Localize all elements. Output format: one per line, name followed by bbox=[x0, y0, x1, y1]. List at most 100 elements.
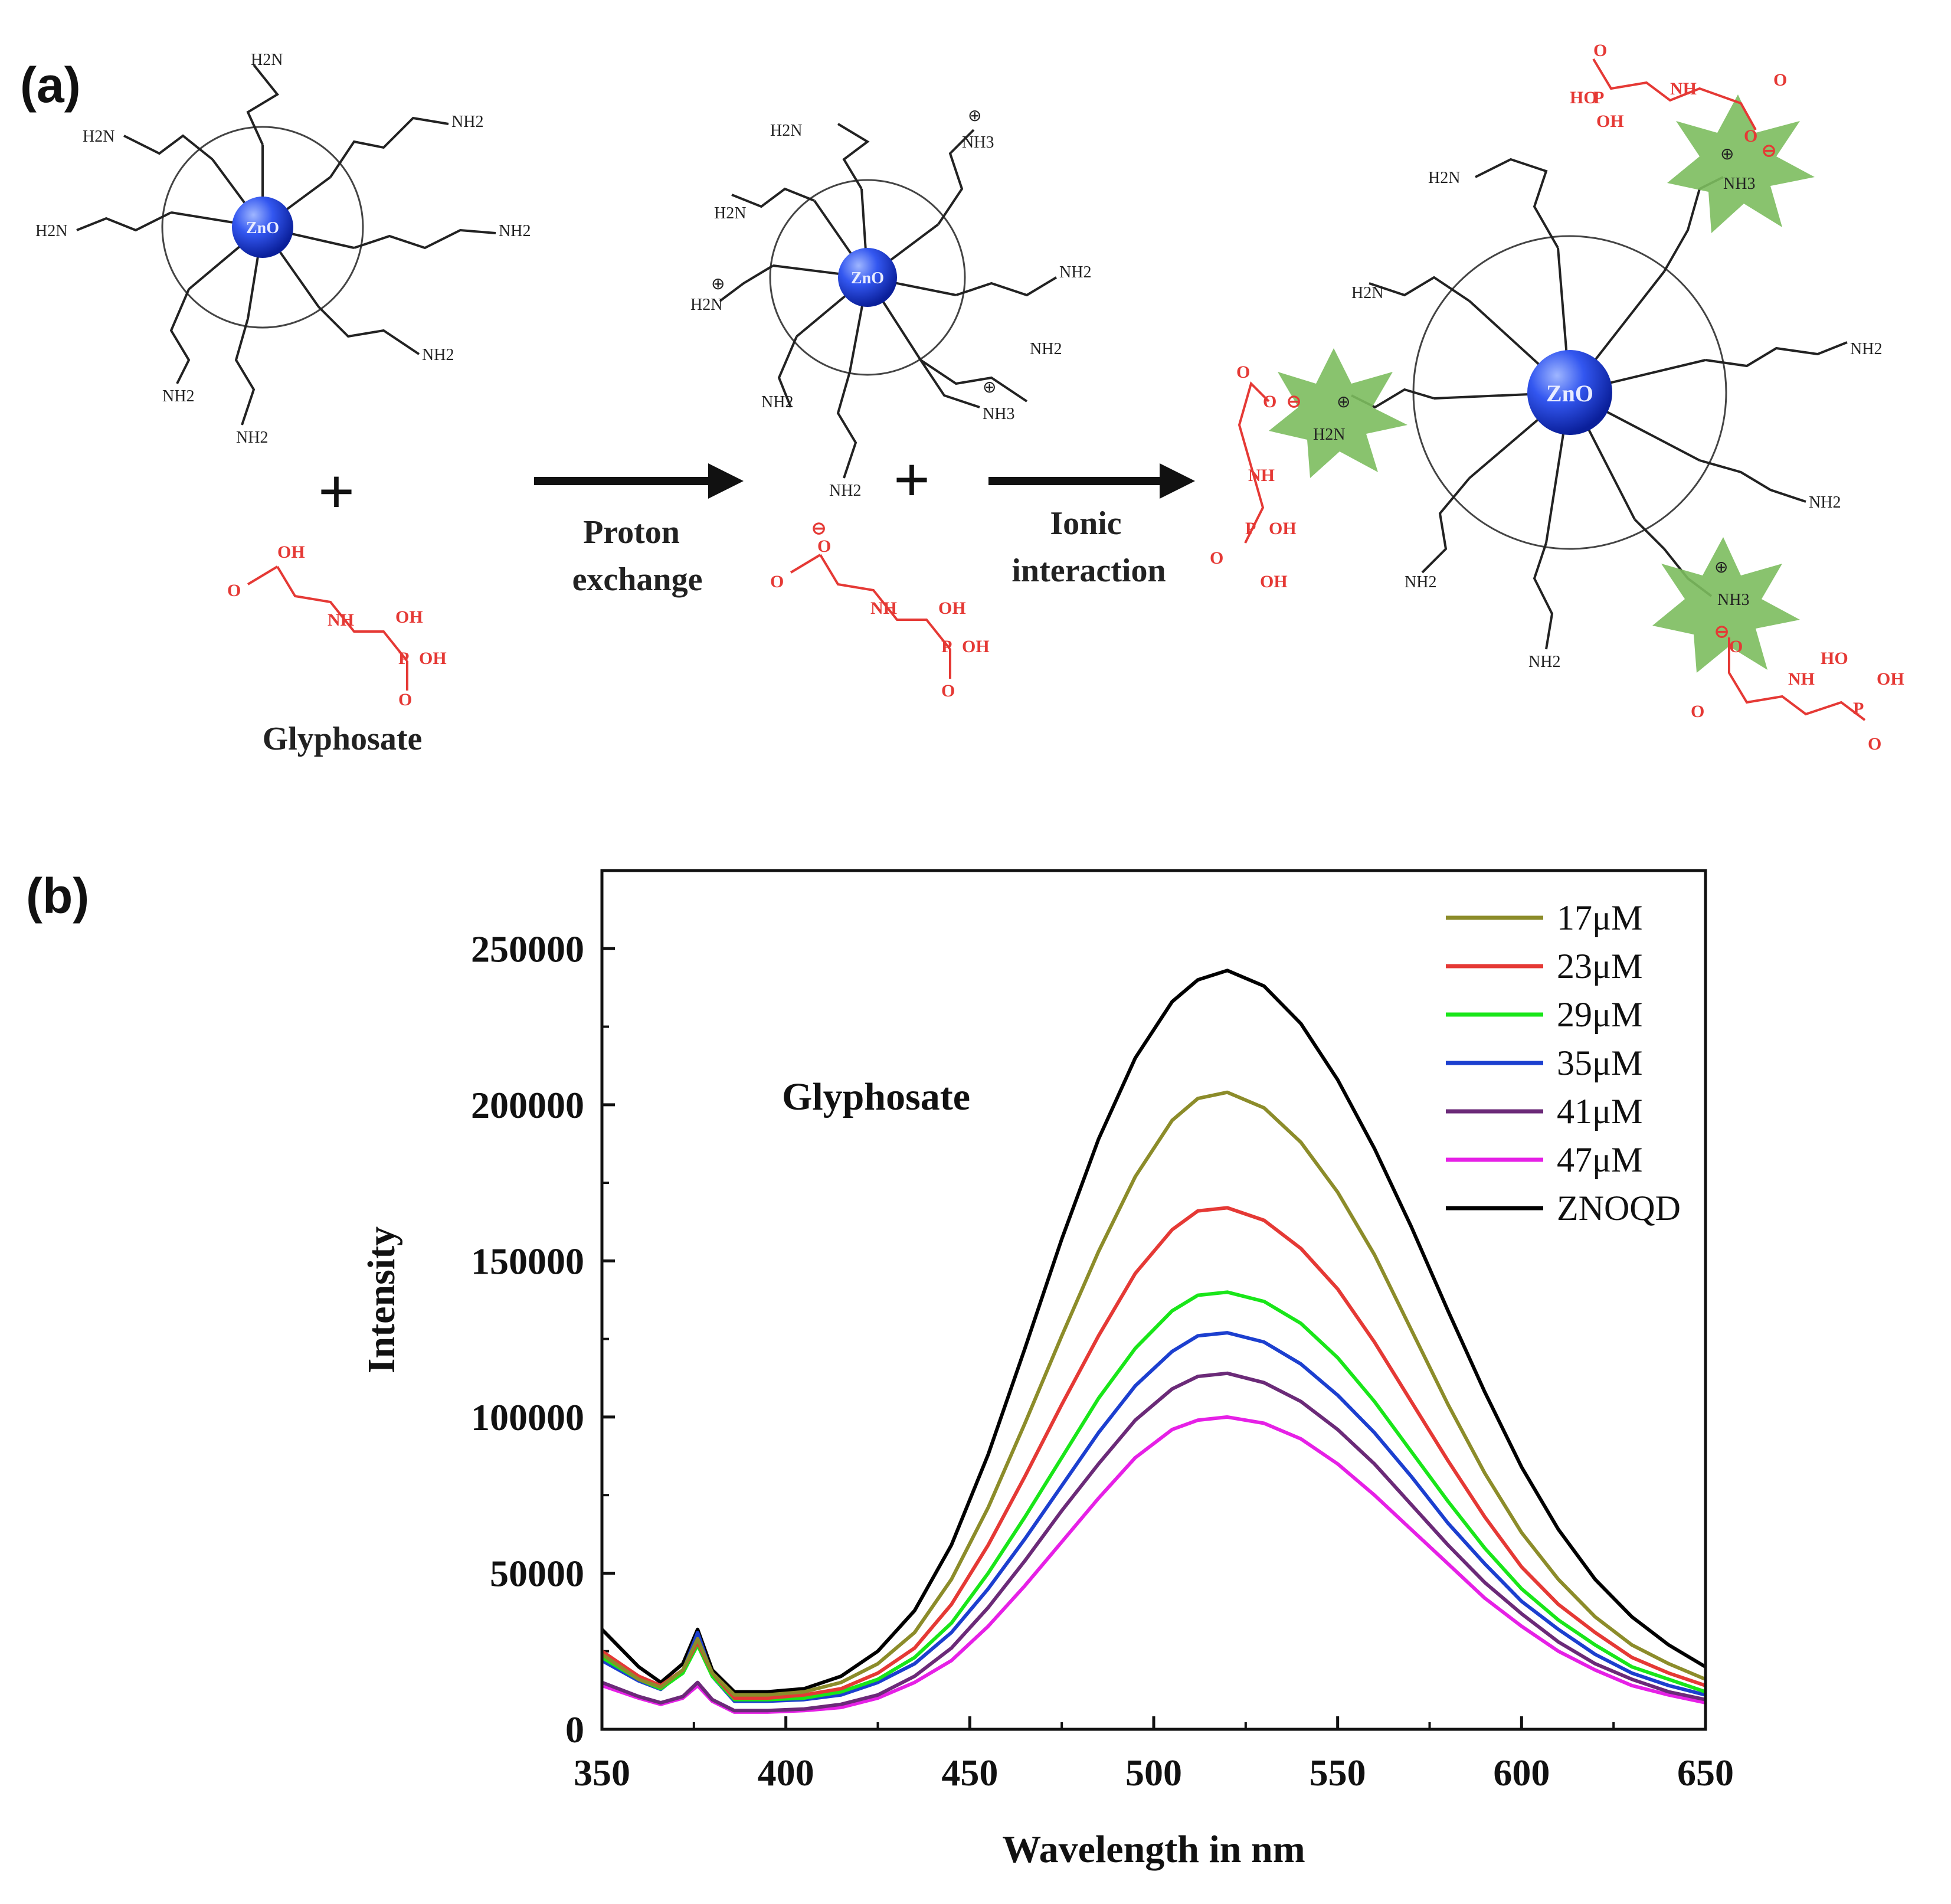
amine-label: NH2 bbox=[162, 387, 194, 405]
y-tick-label: 250000 bbox=[471, 928, 584, 970]
oxygen-label: O bbox=[941, 681, 955, 701]
oxygen-label: O bbox=[1263, 392, 1276, 411]
series-line-ZNOQD bbox=[600, 969, 1707, 1694]
legend-label: 35μM bbox=[1557, 1043, 1643, 1082]
hydroxyl-label: OH bbox=[277, 542, 305, 562]
hydroxyl-label: OH bbox=[419, 649, 447, 668]
amine-label: NH2 bbox=[236, 428, 268, 447]
x-tick-label: 600 bbox=[1493, 1752, 1550, 1794]
ammonium-label: NH3 bbox=[983, 405, 1014, 423]
series-line-35M bbox=[601, 1331, 1706, 1703]
amine-label: H2N bbox=[770, 122, 802, 140]
oxygen-label: O bbox=[1593, 41, 1607, 60]
interaction-star-left bbox=[1269, 348, 1407, 478]
glyphosate-molecule-1: OH O NH P OH OH O bbox=[227, 542, 447, 709]
positive-charge: ⊕ bbox=[983, 378, 996, 397]
positive-charge: ⊕ bbox=[1720, 145, 1734, 163]
positive-charge: ⊕ bbox=[711, 275, 725, 293]
panel-label-b: (b) bbox=[26, 868, 90, 924]
amine-nh-label: NH bbox=[1248, 466, 1275, 485]
legend-label: ZNOQD bbox=[1557, 1189, 1681, 1228]
legend-label: 47μM bbox=[1557, 1140, 1643, 1179]
amine-label: H2N bbox=[251, 51, 283, 69]
amine-label: NH2 bbox=[422, 346, 454, 364]
ammonium-label: H2N bbox=[1313, 426, 1345, 444]
amine-label: H2N bbox=[1351, 284, 1383, 302]
series-line-17M bbox=[601, 1090, 1707, 1697]
axis-ticks bbox=[600, 947, 1707, 1731]
legend-label: 41μM bbox=[1557, 1092, 1643, 1131]
x-tick-label: 550 bbox=[1310, 1752, 1366, 1794]
glyphosate-anion: ⊖ O O NH P OH OH O bbox=[770, 519, 990, 701]
amine-label: NH2 bbox=[1030, 340, 1062, 358]
y-tick-label: 150000 bbox=[471, 1240, 584, 1282]
plot-frame bbox=[600, 869, 1707, 1731]
series-line-41M bbox=[601, 1371, 1706, 1713]
y-axis-label: Intensity bbox=[360, 1226, 403, 1373]
y-tick-label: 200000 bbox=[471, 1084, 584, 1126]
zno-nanoparticle-1: ZnO H2N NH2 NH2 NH2 NH2 NH2 H2N H2N bbox=[35, 51, 531, 447]
plus-sign-2: + bbox=[893, 444, 931, 516]
ammonium-label: NH3 bbox=[1723, 175, 1755, 193]
amine-label: NH2 bbox=[1809, 493, 1841, 512]
negative-charge: ⊖ bbox=[1714, 622, 1729, 642]
series-line-23M bbox=[601, 1206, 1706, 1700]
oxygen-label: O bbox=[1773, 70, 1787, 90]
zno-core-label-2: ZnO bbox=[851, 269, 884, 287]
hydroxyl-label: OH bbox=[938, 598, 966, 618]
oxygen-label: O bbox=[817, 536, 831, 556]
glyphosate-name: Glyphosate bbox=[263, 721, 423, 757]
zno-glyphosate-complex: ZnO H2N H2N NH2 NH2 NH2 NH2 NH3 ⊕ H2N ⊕ … bbox=[1210, 41, 1904, 754]
amine-label: H2N bbox=[83, 127, 114, 146]
ammonium-label: NH3 bbox=[1717, 591, 1749, 609]
oxygen-label: O bbox=[398, 690, 412, 709]
x-tick-label: 650 bbox=[1677, 1752, 1734, 1794]
amine-label: NH2 bbox=[1405, 573, 1436, 591]
amine-label: NH2 bbox=[829, 482, 861, 500]
oxygen-label: O bbox=[1691, 702, 1704, 721]
oxygen-label: O bbox=[1729, 637, 1743, 656]
oxygen-label: O bbox=[1236, 362, 1250, 382]
x-axis-label: Wavelength in nm bbox=[1002, 1828, 1305, 1871]
x-tick-label: 400 bbox=[758, 1752, 814, 1794]
hydroxyl-label: OH bbox=[395, 607, 423, 627]
amine-label: NH2 bbox=[761, 393, 793, 411]
amine-nh-label: NH bbox=[1788, 669, 1815, 689]
plus-sign-1: + bbox=[318, 456, 355, 528]
oxygen-label: O bbox=[1868, 734, 1881, 754]
phosphorus-label: P bbox=[1853, 699, 1864, 718]
oxygen-label: O bbox=[1744, 126, 1757, 146]
positive-charge: ⊕ bbox=[968, 107, 981, 125]
amine-label: NH2 bbox=[1528, 653, 1560, 671]
y-tick-label: 0 bbox=[565, 1709, 584, 1751]
amine-label: NH2 bbox=[499, 222, 531, 240]
x-tick-label: 350 bbox=[574, 1752, 630, 1794]
legend-label: 17μM bbox=[1557, 898, 1643, 937]
hydroxyl-label: OH bbox=[1269, 519, 1297, 538]
series-lines bbox=[600, 969, 1707, 1714]
phosphorus-label: P bbox=[1593, 88, 1604, 107]
step2-label-line1: Ionic bbox=[1050, 505, 1121, 542]
ammonium-label: NH3 bbox=[962, 133, 994, 152]
hydroxyl-label: OH bbox=[1260, 572, 1288, 591]
phosphorus-label: P bbox=[398, 649, 409, 668]
interaction-star-bottom bbox=[1652, 537, 1800, 673]
amine-nh-label: NH bbox=[1670, 79, 1697, 99]
phosphorus-label: P bbox=[1245, 519, 1256, 538]
legend-label: 23μM bbox=[1557, 947, 1643, 986]
step1-label-line2: exchange bbox=[572, 561, 703, 598]
series-line-47M bbox=[601, 1415, 1706, 1714]
legend-label: 29μM bbox=[1557, 995, 1643, 1034]
positive-charge: ⊕ bbox=[1714, 558, 1728, 577]
oxygen-label: O bbox=[1210, 548, 1223, 568]
panel-label-a: (a) bbox=[20, 57, 81, 113]
ammonium-label: H2N bbox=[690, 296, 722, 314]
negative-charge: ⊖ bbox=[811, 519, 826, 538]
amine-label: NH2 bbox=[1850, 340, 1882, 358]
interaction-star-top bbox=[1667, 94, 1815, 233]
hydroxyl-label: HO bbox=[1570, 88, 1598, 107]
oxygen-label: O bbox=[227, 581, 241, 600]
